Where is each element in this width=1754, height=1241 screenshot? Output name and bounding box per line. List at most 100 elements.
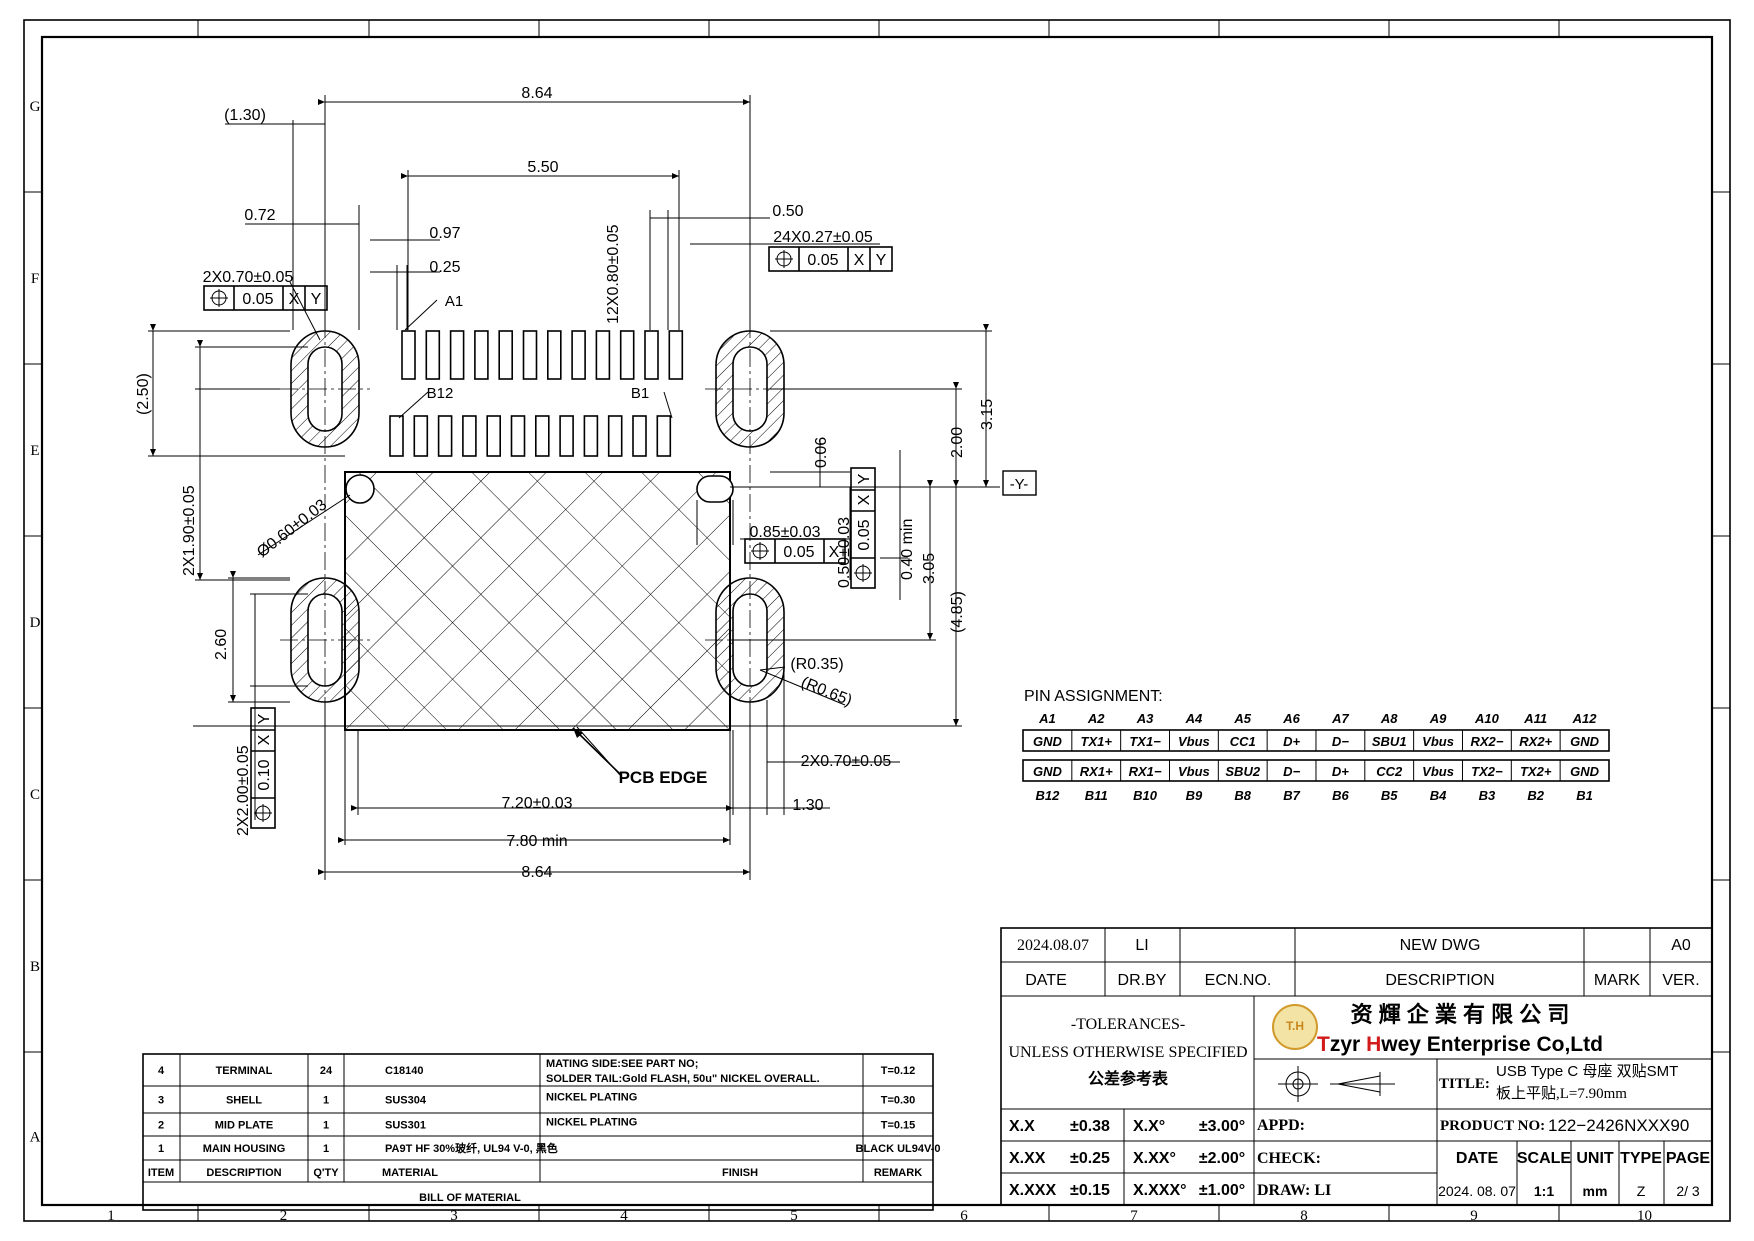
pin-signal-bottom: Vbus [1178,764,1210,779]
column-label-10: 10 [1637,1208,1652,1224]
dim-hole-tol-bottom: 2X0.70±0.05 [801,753,892,770]
pin-signal-bottom: RX1− [1129,764,1162,779]
svg-text:X: X [856,494,873,505]
tolerance-value: ±2.00° [1199,1150,1245,1167]
pin-signal-top: RX2+ [1519,734,1552,749]
pin-label-top: A6 [1282,711,1300,726]
pad-b2 [632,415,647,457]
pin-signal-bottom: GND [1033,764,1063,779]
hdr-desc: DESCRIPTION [1385,972,1494,989]
tol-title: -TOLERANCES- [1071,1016,1185,1033]
pin-label-bottom: B9 [1186,788,1203,803]
tolerance-value: X.XX [1009,1150,1046,1167]
sheet-frame [23,19,1731,1222]
title-line2: 板上平贴,L=7.90mm [1496,1084,1627,1102]
locating-slot-right [696,475,734,503]
pin-signal-top: SBU1 [1372,734,1407,749]
dim-305: 3.05 [921,553,938,584]
pad-b1 [656,415,672,457]
company-cn: 资 輝 企 業 有 限 公 司 [1351,1002,1570,1027]
pin-label-bottom: B3 [1479,788,1496,803]
pin-signal-bottom: TX2+ [1520,764,1552,779]
bom-item: 1 [158,1143,164,1155]
svg-text:TYPE: TYPE [1620,1150,1662,1167]
svg-text:mm: mm [1583,1183,1608,1199]
product-label: PRODUCT NO: [1440,1118,1545,1134]
bom-item: 3 [158,1095,164,1107]
pad-a7 [546,330,562,380]
svg-text:2024. 08. 07: 2024. 08. 07 [1438,1183,1516,1199]
pad-b4 [583,415,599,457]
dim-780: 7.80 min [506,833,567,850]
svg-text:0.10: 0.10 [256,759,273,790]
column-label-5: 5 [790,1208,798,1224]
dim-040: 0.40 min [899,519,916,580]
pad-a4 [474,330,489,380]
pad-a5 [498,330,514,380]
bom-finish: NICKEL PLATING [546,1117,637,1129]
svg-text:Y: Y [256,713,273,724]
tol-cn: 公差参考表 [1088,1069,1169,1088]
dim-r065: (R0.65) [799,674,855,710]
pin-signal-bottom: D+ [1332,764,1349,779]
hdr-ver: VER. [1662,972,1699,989]
dim-130: 1.30 [792,797,823,814]
pin-signal-top: RX2− [1470,734,1503,749]
dim-r035: (R0.35) [790,656,843,673]
row-label-C: C [30,787,40,803]
pin-signal-top: Vbus [1422,734,1454,749]
pad-b6 [534,415,550,457]
tolerance-value: X.XXX [1009,1182,1056,1199]
row-label-B: B [30,959,40,975]
datum-y-label: -Y- [1010,476,1029,493]
terminal-pads-row-b [389,415,672,457]
bom-desc: SHELL [226,1095,262,1107]
dim-200: 2.00 [949,427,966,458]
tolerance-value: ±0.38 [1070,1118,1110,1135]
pad-b3 [607,415,623,457]
column-label-3: 3 [450,1208,458,1224]
hdr-date: DATE [1025,972,1066,989]
logo-text: T.H [1286,1019,1304,1033]
bom-remark: T=0.30 [881,1095,916,1107]
pin-label-bottom: B4 [1430,788,1447,803]
pin-label-top: A1 [1038,711,1056,726]
bom-finish: MATING SIDE:SEE PART NO; [546,1058,698,1070]
pin-signal-bottom: CC2 [1376,764,1403,779]
pad-a2 [425,330,441,380]
terminal-pads-row-a [401,330,684,380]
pad-b9 [462,415,477,457]
dim-260: 2.60 [213,629,230,660]
pad-a11 [644,330,659,380]
tolerance-value: X.XX° [1133,1150,1176,1167]
pad-a9 [595,330,611,380]
company-logo [1272,1004,1318,1050]
hdr-mark: MARK [1594,972,1641,989]
pad-b7 [510,415,526,457]
draw-label: DRAW: LI [1257,1182,1331,1199]
pin-signal-top: CC1 [1230,734,1256,749]
pin-label-top: A11 [1523,711,1547,726]
svg-text:SCALE: SCALE [1517,1150,1572,1167]
dim-485: (4.85) [949,591,966,633]
bom-header: DESCRIPTION [206,1167,281,1179]
svg-text:X: X [289,291,300,308]
dim-pin-width: 24X0.27±0.05 [773,229,873,246]
dim-025: 0.25 [429,259,460,276]
row-label-A: A [30,1130,41,1146]
pad-a12 [668,330,684,380]
label-b12: B12 [427,385,454,402]
bom-desc: MID PLATE [215,1120,273,1132]
connector-drawing: -Y- 0.05 X Y 0.05 X Y 0.05 [135,85,1037,881]
svg-text:PAGE: PAGE [1666,1150,1710,1167]
bom-remark: T=0.12 [881,1065,916,1077]
hdr-ecn: ECN.NO. [1205,972,1272,989]
svg-text:X: X [829,544,840,561]
column-label-8: 8 [1300,1208,1308,1224]
label-a1: A1 [445,293,463,310]
pin-signal-bottom: GND [1570,764,1600,779]
svg-text:X: X [256,734,273,745]
tolerance-value: X.XXX° [1133,1182,1187,1199]
